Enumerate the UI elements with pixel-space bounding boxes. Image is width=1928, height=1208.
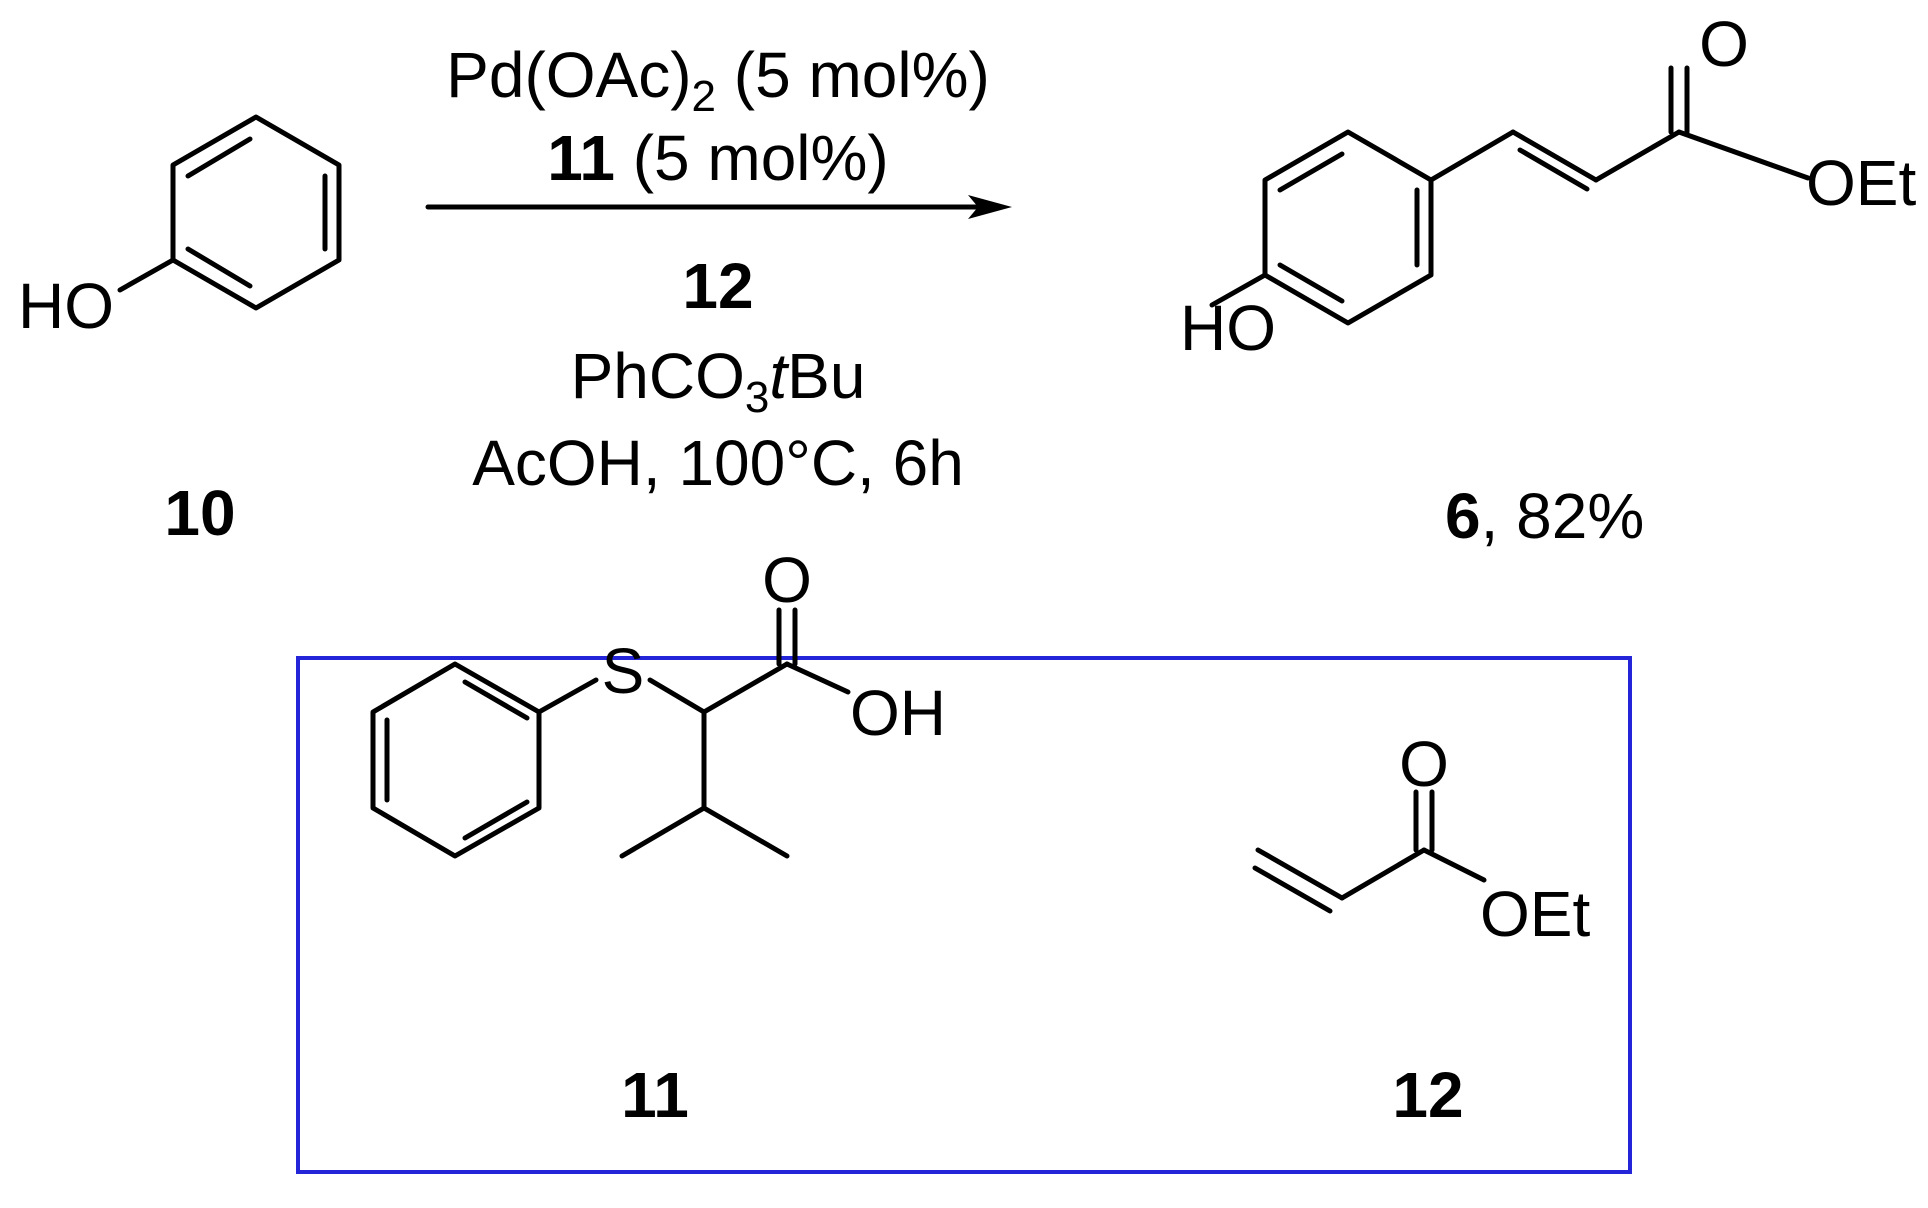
product-oh-bond — [1209, 272, 1268, 308]
ligand-s-c-bond — [647, 677, 707, 715]
product-yield: , 82% — [1481, 480, 1645, 552]
product-ring — [1262, 129, 1434, 326]
product-oet-label: OEt — [1806, 147, 1916, 219]
ligand-alpha-c-bond — [701, 661, 790, 715]
compound-label-10: 10 — [164, 477, 235, 549]
ligand-phenyl-ring — [370, 661, 542, 859]
condition-solvent-temp-time: AcOH, 100°C, 6h — [472, 427, 964, 499]
product-oh-label: HO — [1180, 292, 1276, 364]
phenol-oh-bond — [117, 257, 176, 293]
acrylate-oet-label: OEt — [1480, 878, 1590, 950]
ligand-11-structure: S O OH 11 — [370, 544, 946, 1131]
acrylate-vinyl-bond — [1255, 847, 1345, 901]
ligand-c-oh-bond — [784, 661, 851, 695]
phenol-oh-label: HO — [18, 270, 114, 342]
ligand-ph-s-bond — [536, 677, 599, 715]
product-compound-number: 6 — [1445, 480, 1481, 552]
phenol-ring — [170, 114, 342, 311]
product-ester-bond — [1676, 129, 1811, 181]
condition-ligand: 11 (5 mol%) — [547, 122, 888, 194]
product-carbonyl-o-label: O — [1699, 8, 1749, 80]
acrylate-12-structure: O OEt 12 — [1252, 728, 1590, 1131]
acrylate-carbonyl-o-label: O — [1399, 728, 1449, 800]
reaction-conditions: Pd(OAc)2 (5 mol%) 11 (5 mol%) 12 PhCO3tB… — [446, 39, 990, 499]
ligand-oh-label: OH — [850, 677, 946, 749]
condition-catalyst: Pd(OAc)2 (5 mol%) — [446, 39, 990, 121]
ligand-s-label: S — [602, 635, 645, 707]
arrow-head-icon — [968, 195, 1012, 219]
product-structure: HO O OEt 6, 82% — [1180, 8, 1916, 552]
acrylate-ester-bond — [1421, 847, 1487, 883]
compound-label-11: 11 — [621, 1059, 689, 1131]
structures-box — [296, 656, 1632, 1174]
ligand-carbonyl-o-label: O — [762, 544, 812, 616]
phenol-structure: HO 10 — [18, 114, 342, 549]
product-label: 6, 82% — [1445, 480, 1644, 552]
condition-oxidant: PhCO3tBu — [571, 340, 866, 422]
reaction-arrow — [425, 195, 1012, 219]
condition-acrylate: 12 — [682, 250, 753, 322]
product-vinyl-chain — [1428, 129, 1516, 183]
compound-label-12: 12 — [1392, 1059, 1463, 1131]
